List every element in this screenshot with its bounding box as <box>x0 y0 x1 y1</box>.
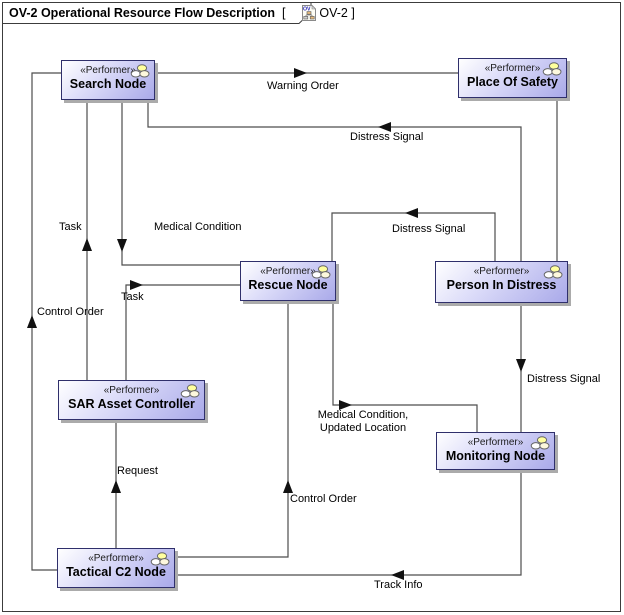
performer-icon <box>130 64 150 78</box>
arrow-medcond-updated <box>339 400 352 410</box>
performer-icon <box>150 552 170 566</box>
node-person-in-distress[interactable]: «Performer» Person In Distress <box>435 261 568 303</box>
diagram-tag-close: ] <box>351 6 355 20</box>
diagram-tag: OV-2 <box>319 6 348 20</box>
node-tactical-c2-node[interactable]: «Performer» Tactical C2 Node <box>57 548 175 588</box>
diagram-title-bar: OV-2 Operational Resource Flow Descripti… <box>9 4 355 21</box>
svg-text:OV: OV <box>303 6 311 12</box>
node-name: SAR Asset Controller <box>68 397 195 411</box>
performer-icon <box>311 265 331 279</box>
edge-label-request[interactable]: Request <box>117 465 158 477</box>
edge-label-distress-signal-2[interactable]: Distress Signal <box>392 223 466 235</box>
node-stereotype: «Performer» <box>467 437 524 448</box>
node-rescue-node[interactable]: «Performer» Rescue Node <box>240 261 336 301</box>
edge-label-control-order-2[interactable]: Control Order <box>290 493 357 505</box>
edge-label-task-2[interactable]: Task <box>121 291 144 303</box>
node-name: Place Of Safety <box>466 75 558 89</box>
edge-label-medical-condition-updated-location[interactable]: Medical Condition, Updated Location <box>317 409 409 434</box>
node-monitoring-node[interactable]: «Performer» Monitoring Node <box>436 432 555 470</box>
arrow-control-order-2 <box>283 480 293 493</box>
node-name: Rescue Node <box>248 278 328 292</box>
node-name: Tactical C2 Node <box>66 565 166 579</box>
node-stereotype: «Performer» <box>88 553 144 564</box>
arrow-warning-order <box>294 68 307 78</box>
node-stereotype: «Performer» <box>103 385 160 396</box>
node-name: Monitoring Node <box>445 449 546 463</box>
performer-icon <box>543 265 563 279</box>
edge-label-distress-signal-3[interactable]: Distress Signal <box>527 373 601 385</box>
node-search-node[interactable]: «Performer» Search Node <box>61 60 155 100</box>
flow-arrowheads <box>27 68 526 580</box>
arrow-medical-condition <box>117 239 127 252</box>
performer-icon <box>542 62 562 76</box>
arrow-distress-signal-2 <box>405 208 418 218</box>
node-name: Person In Distress <box>446 278 557 292</box>
arrow-task-2 <box>130 280 143 290</box>
arrow-distress-signal-3 <box>516 359 526 372</box>
edge-label-warning-order[interactable]: Warning Order <box>267 80 339 92</box>
edge-label-control-order-1[interactable]: Control Order <box>37 306 104 318</box>
arrow-task-1 <box>82 238 92 251</box>
performer-icon <box>180 384 200 398</box>
node-stereotype: «Performer» <box>260 266 316 277</box>
edge-label-track-info[interactable]: Track Info <box>374 579 423 591</box>
edge-label-task-1[interactable]: Task <box>59 221 82 233</box>
arrow-distress-signal-1 <box>378 122 391 132</box>
arrow-track-info <box>391 570 404 580</box>
diagram-title: OV-2 Operational Resource Flow Descripti… <box>9 6 276 20</box>
node-name: Search Node <box>69 77 147 91</box>
ov2-diagram-icon: OV <box>288 0 317 38</box>
edge-label-distress-signal-1[interactable]: Distress Signal <box>350 131 424 143</box>
node-stereotype: «Performer» <box>484 63 541 74</box>
node-sar-asset-controller[interactable]: «Performer» SAR Asset Controller <box>58 380 205 420</box>
arrow-request <box>111 480 121 493</box>
node-stereotype: «Performer» <box>80 65 136 76</box>
node-place-of-safety[interactable]: «Performer» Place Of Safety <box>458 58 567 98</box>
edge-label-medical-condition[interactable]: Medical Condition <box>154 221 242 233</box>
arrow-control-order-1 <box>27 315 37 328</box>
diagram-tag-open: [ <box>282 6 286 20</box>
performer-icon <box>530 436 550 450</box>
node-stereotype: «Performer» <box>473 266 530 277</box>
